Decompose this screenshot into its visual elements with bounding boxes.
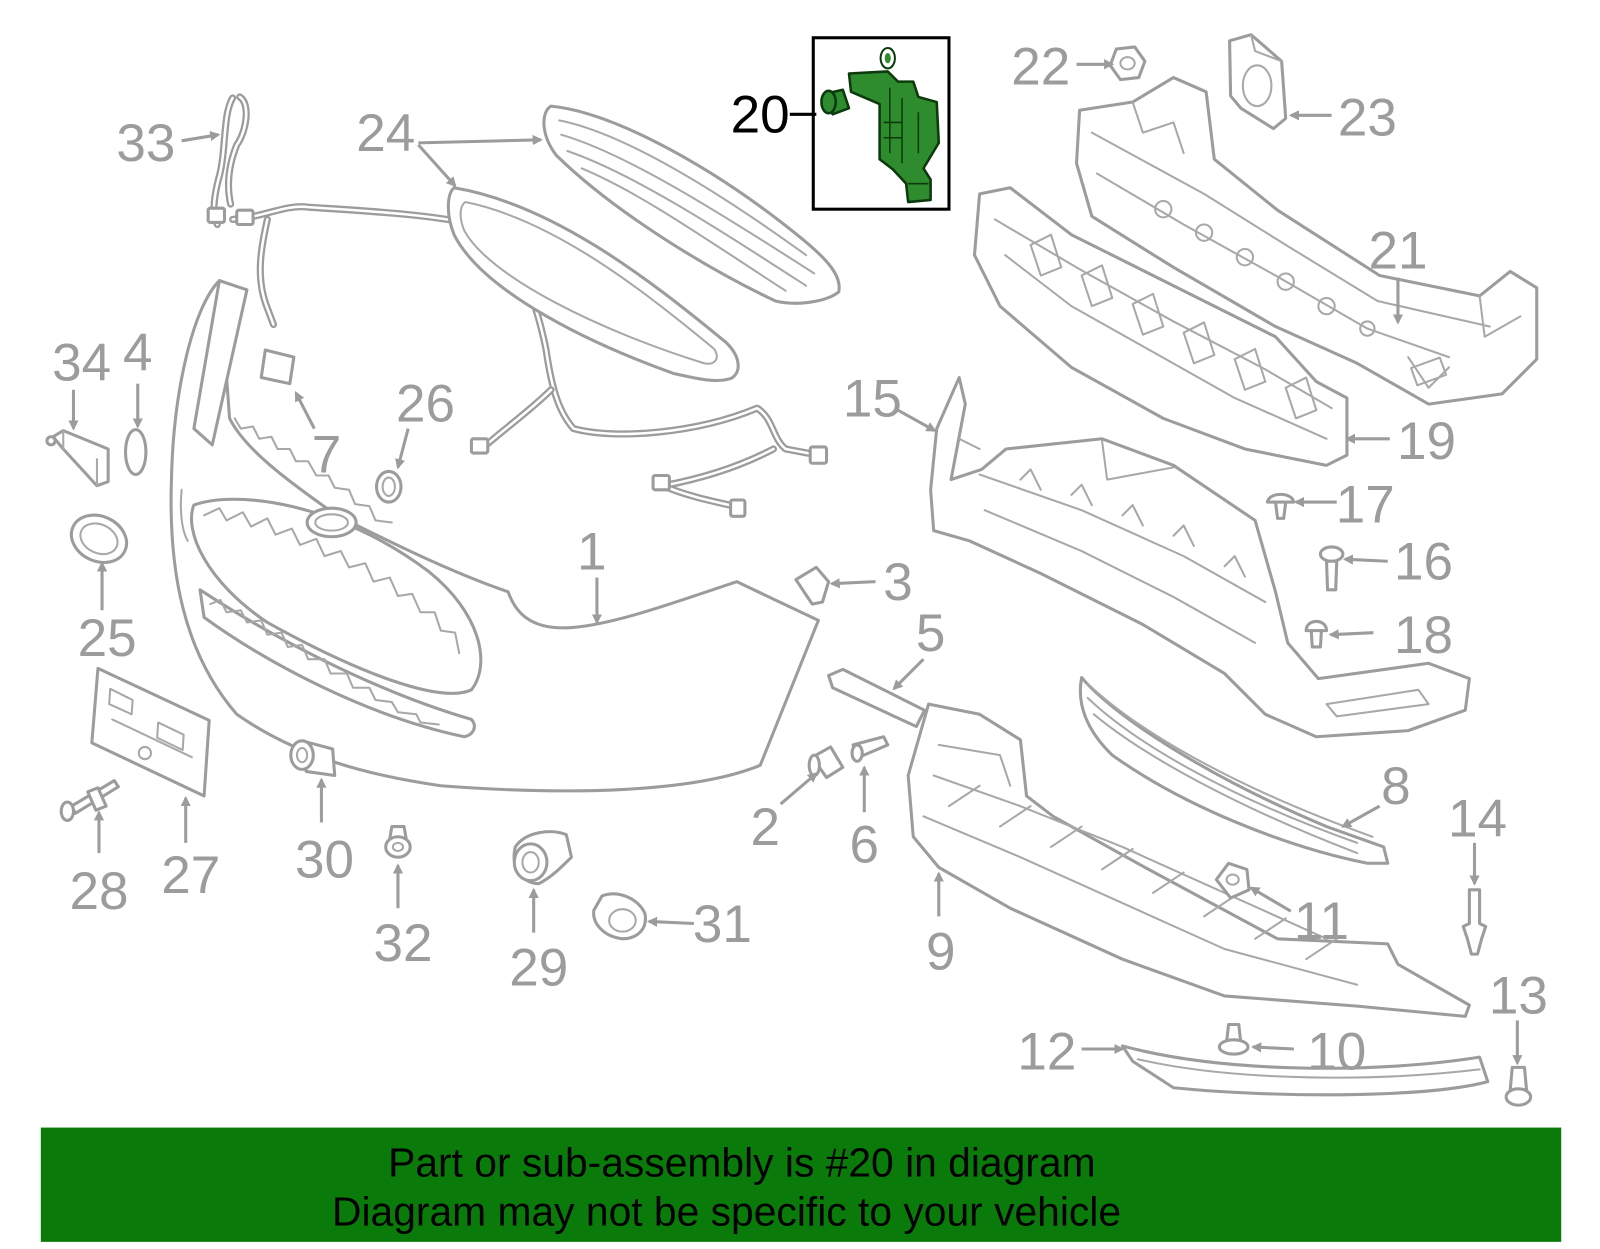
part-5-strip (827, 667, 927, 729)
part-7-plate (259, 348, 296, 386)
callout-label-34: 34 (52, 334, 111, 393)
callout-arrow-3 (829, 578, 876, 589)
part-21-reinforcement-beam (1075, 76, 1539, 406)
part-8-lower-grille (1078, 676, 1390, 865)
callout-arrows (68, 59, 1523, 1066)
callout-arrow-8 (1341, 804, 1381, 828)
callout-label-3: 3 (883, 553, 913, 612)
part-20-push-pin (820, 88, 851, 116)
part-18-clip (1304, 619, 1329, 649)
caption-line-1: Part or sub-assembly is #20 in diagram (388, 1140, 1095, 1186)
part-9-deflector (906, 702, 1471, 1018)
callout-label-6: 6 (850, 815, 880, 874)
part-30-sensor (289, 739, 337, 778)
callout-label-13: 13 (1489, 966, 1548, 1025)
part-17-clip (1265, 492, 1296, 520)
caption-band: Part or sub-assembly is #20 in diagram D… (40, 1127, 1562, 1242)
callout-label-33: 33 (116, 114, 175, 173)
part-16-screw (1318, 545, 1345, 592)
callout-label-7: 7 (312, 425, 342, 484)
callout-label-22: 22 (1011, 38, 1070, 97)
part-20-highlight-box (811, 36, 951, 211)
callout-arrow-24b (417, 143, 457, 188)
callout-arrow-5 (892, 658, 925, 691)
callout-arrow-33 (181, 131, 221, 143)
callout-label-17: 17 (1336, 475, 1395, 534)
callout-label-2: 2 (751, 798, 781, 857)
callout-label-21: 21 (1368, 221, 1427, 280)
callout-arrow-16 (1342, 554, 1388, 565)
callout-label-28: 28 (69, 862, 128, 921)
part-20-bracket (847, 70, 941, 204)
callout-arrow-15 (897, 408, 937, 432)
part-12-strip (1120, 1044, 1490, 1097)
callout-label-29: 29 (509, 939, 568, 998)
callout-label-20-highlighted: 20 (731, 86, 790, 145)
callout-label-24: 24 (356, 104, 415, 163)
callout-label-23: 23 (1338, 89, 1397, 148)
callout-label-25: 25 (78, 609, 137, 668)
callout-labels: 1 2 3 4 5 6 7 8 9 10 11 12 13 14 15 16 1… (52, 38, 1548, 1082)
callout-label-19: 19 (1397, 412, 1456, 471)
callout-label-16: 16 (1394, 533, 1453, 592)
callout-arrow-24a (418, 134, 543, 146)
callout-label-12: 12 (1017, 1022, 1076, 1081)
callout-arrow-18 (1328, 629, 1374, 640)
part-24-grille-frame (446, 186, 740, 383)
part-15-lower-bracket (929, 376, 1471, 739)
callout-label-1: 1 (577, 522, 607, 581)
part-10-clip (1217, 1022, 1250, 1056)
callout-label-14: 14 (1448, 790, 1507, 849)
callout-arrow-31 (646, 916, 694, 927)
part-22-nut (1108, 45, 1147, 82)
callout-label-18: 18 (1394, 606, 1453, 665)
callout-label-11: 11 (1294, 892, 1349, 951)
callout-arrow-2 (779, 772, 818, 806)
part-19-energy-absorber (972, 186, 1349, 467)
callout-label-30: 30 (295, 831, 354, 890)
part-1-bumper-cover (169, 279, 820, 793)
part-3-clip (794, 565, 831, 606)
part-27-license-bracket (90, 666, 211, 798)
part-33-wiring-harness (206, 93, 829, 518)
callout-arrow-7 (294, 391, 316, 430)
callout-label-8: 8 (1381, 757, 1411, 816)
emblem-mount (305, 506, 358, 539)
part-6-pin (850, 735, 890, 763)
callout-label-4: 4 (123, 323, 153, 382)
callout-arrow-11 (1249, 886, 1292, 913)
callout-label-27: 27 (161, 846, 220, 905)
part-32-clip (384, 825, 412, 859)
part-29-sensor (512, 830, 573, 886)
callout-label-9: 9 (926, 922, 956, 981)
callout-label-15: 15 (843, 369, 902, 428)
part-31-bezel (592, 892, 647, 941)
caption-line-2: Diagram may not be specific to your vehi… (332, 1189, 1121, 1235)
part-28-push-pin (59, 779, 120, 822)
caption-background (40, 1127, 1562, 1242)
callout-label-31: 31 (693, 895, 752, 954)
part-34-bracket (45, 429, 110, 488)
callout-label-5: 5 (916, 604, 946, 663)
part-2-push-pin (807, 745, 845, 780)
part-23-bracket (1228, 33, 1288, 131)
part-26-ring (375, 469, 403, 504)
part-4-seal (123, 428, 148, 477)
part-13-clip (1504, 1065, 1533, 1107)
callout-arrow-26 (395, 428, 410, 470)
callout-label-10: 10 (1307, 1022, 1366, 1081)
callout-label-32: 32 (374, 914, 433, 973)
part-24-upper-grille (542, 104, 841, 305)
part-14-pin (1461, 888, 1488, 956)
part-11-clip (1214, 861, 1251, 900)
callout-label-26: 26 (396, 374, 455, 433)
callout-arrow-10 (1251, 1042, 1294, 1053)
part-25-ring (69, 513, 129, 564)
